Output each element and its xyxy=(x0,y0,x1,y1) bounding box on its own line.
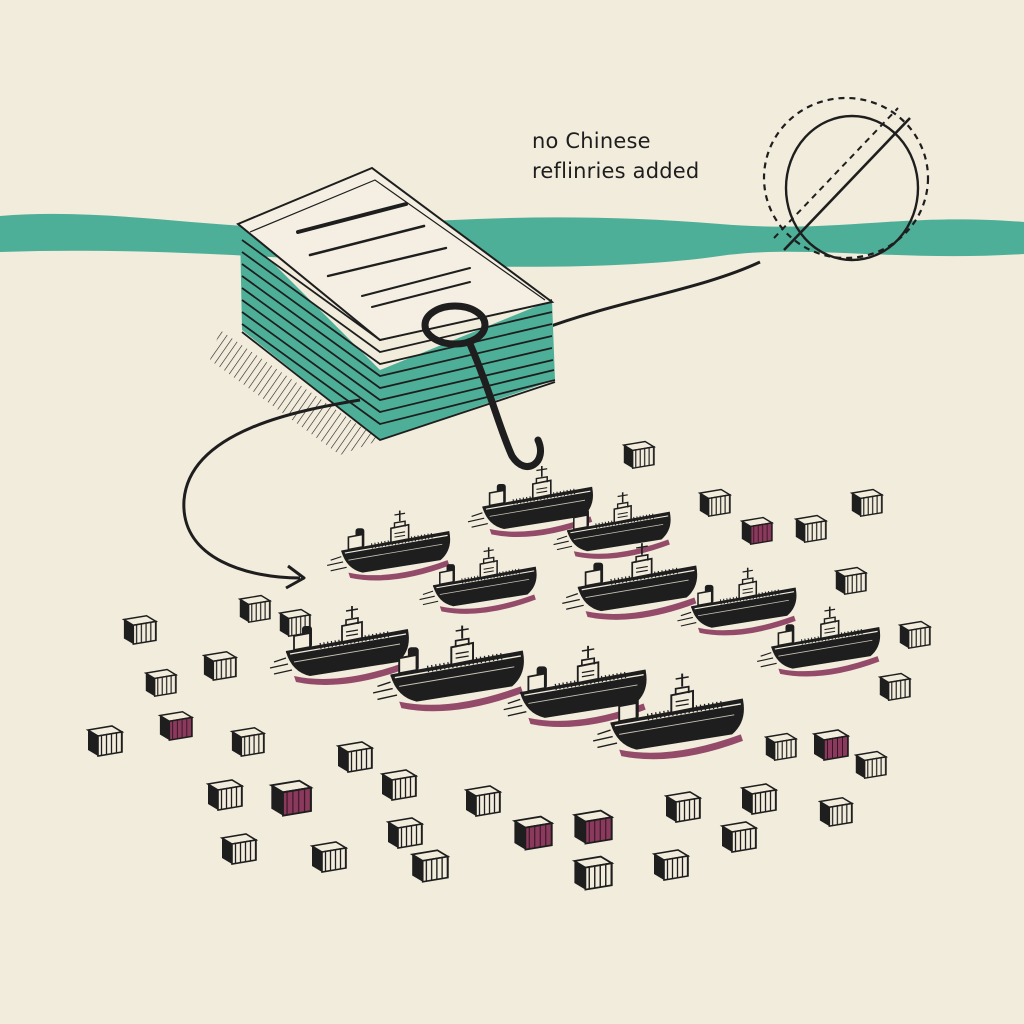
annotation-line-1: no Chinese xyxy=(532,129,651,153)
fishing-hook-icon xyxy=(421,302,544,470)
curved-arrow-icon xyxy=(182,398,361,580)
document-stack-icon xyxy=(210,166,556,455)
tanker-fleet xyxy=(270,466,880,759)
annotation-line-2: reflinries added xyxy=(532,159,700,183)
tanker-ship-icon xyxy=(327,511,450,581)
prohibition-sign-icon xyxy=(762,96,930,262)
connector-line xyxy=(539,260,761,332)
teal-wave-band xyxy=(0,213,1024,267)
annotation-caption: no Chinese reflinries added xyxy=(532,126,699,186)
